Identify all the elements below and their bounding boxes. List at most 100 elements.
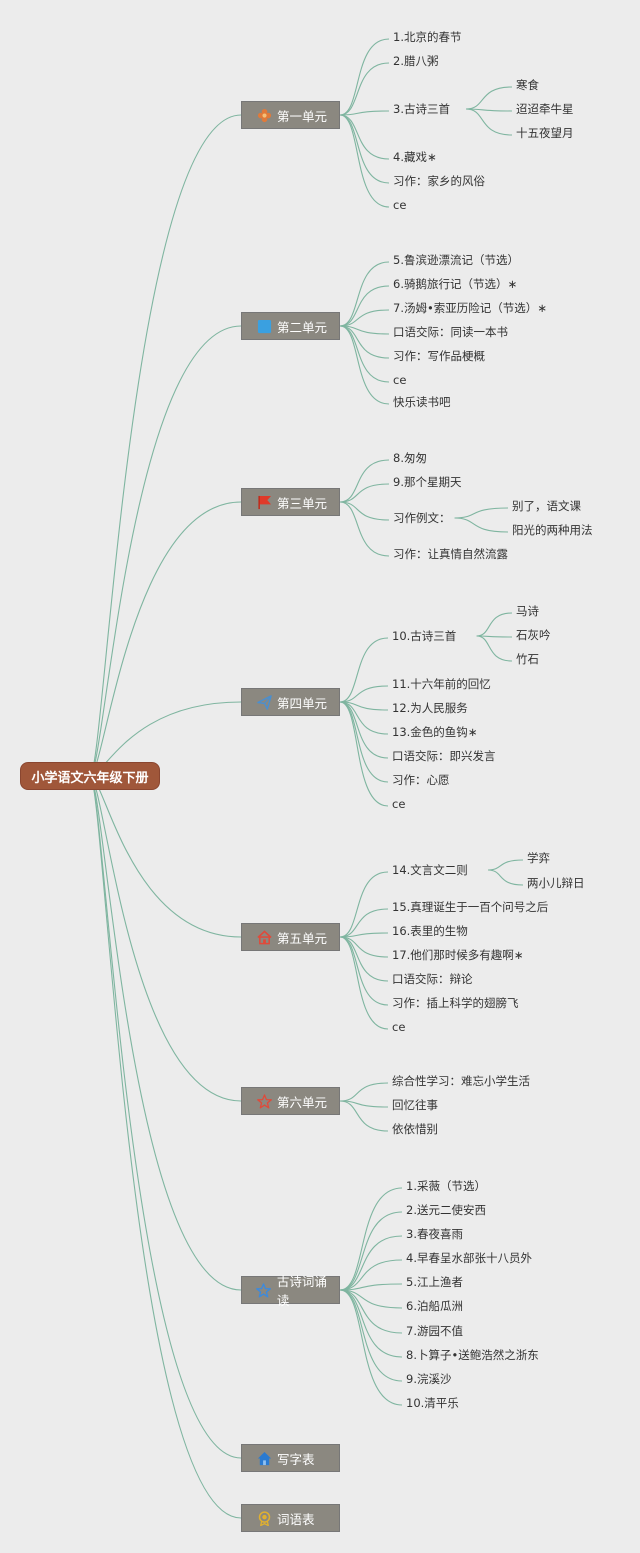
topic-item[interactable]: 11.十六年前的回忆 <box>392 677 491 691</box>
topic-item[interactable]: 口语交际：同读一本书 <box>393 325 508 339</box>
star-outline-blue-icon <box>256 1282 272 1298</box>
topic-item[interactable]: 习作：插上科学的翅膀飞 <box>392 996 519 1010</box>
topic-item[interactable]: 6.骑鹅旅行记（节选）∗ <box>393 277 518 291</box>
topic-item[interactable]: 2.腊八粥 <box>393 54 439 68</box>
topic-item[interactable]: 2.送元二使安西 <box>406 1203 486 1217</box>
root-link <box>89 775 242 938</box>
red-flag-icon <box>256 494 272 510</box>
topic-item[interactable]: 综合性学习：难忘小学生活 <box>392 1074 530 1088</box>
subtopic-item[interactable]: 十五夜望月 <box>516 126 574 140</box>
topic-item[interactable]: 5.鲁滨逊漂流记（节选） <box>393 253 519 267</box>
unit-label: 词语表 <box>277 1511 315 1527</box>
topic-item[interactable]: 习作：让真情自然流露 <box>393 547 508 561</box>
topic-item[interactable]: 9.那个星期天 <box>393 475 462 489</box>
item-link <box>339 459 390 503</box>
item-link <box>339 932 389 938</box>
unit-node[interactable]: 第一单元 <box>241 101 340 129</box>
topic-item[interactable]: 依依惜别 <box>392 1122 438 1136</box>
item-link <box>339 1289 403 1309</box>
topic-item[interactable]: ce <box>392 797 406 811</box>
topic-item[interactable]: 7.汤姆•索亚历险记（节选）∗ <box>393 301 547 315</box>
subtopic-item[interactable]: 马诗 <box>516 604 539 618</box>
unit-label: 第六单元 <box>277 1094 328 1110</box>
topic-item[interactable]: 口语交际：即兴发言 <box>392 749 496 763</box>
item-link <box>339 110 390 116</box>
flower-icon <box>256 107 272 123</box>
unit-node[interactable]: 第六单元 <box>241 1087 340 1115</box>
item-link <box>339 38 390 116</box>
topic-item[interactable]: 16.表里的生物 <box>392 924 468 938</box>
item-link <box>339 309 390 327</box>
topic-item[interactable]: 1.北京的春节 <box>393 30 462 44</box>
topic-item[interactable]: 8.卜算子•送鲍浩然之浙东 <box>406 1348 539 1362</box>
topic-item[interactable]: 6.泊船瓜洲 <box>406 1299 463 1313</box>
unit-label: 第四单元 <box>277 695 328 711</box>
subtopic-item[interactable]: 寒食 <box>516 78 539 92</box>
topic-item[interactable]: ce <box>393 373 407 387</box>
topic-item[interactable]: 7.游园不值 <box>406 1324 463 1338</box>
child-link <box>476 635 513 662</box>
subtopic-item[interactable]: 迢迢牵牛星 <box>516 102 574 116</box>
topic-item[interactable]: 10.古诗三首 <box>392 629 457 643</box>
house-blue-icon <box>256 1450 272 1466</box>
topic-item[interactable]: 8.匆匆 <box>393 451 427 465</box>
unit-node[interactable]: 第三单元 <box>241 488 340 516</box>
subtopic-item[interactable]: 竹石 <box>516 652 539 666</box>
subtopic-item[interactable]: 别了，语文课 <box>512 499 581 513</box>
topic-item[interactable]: 习作：家乡的风俗 <box>393 174 485 188</box>
unit-node[interactable]: 古诗词诵读 <box>241 1274 340 1308</box>
topic-item[interactable]: 12.为人民服务 <box>392 701 468 715</box>
subtopic-item[interactable]: 两小儿辩日 <box>527 876 585 890</box>
topic-item[interactable]: 5.江上渔者 <box>406 1275 463 1289</box>
item-link <box>339 685 389 703</box>
topic-item[interactable]: 回忆往事 <box>392 1098 438 1112</box>
item-link <box>339 114 390 184</box>
topic-item[interactable]: ce <box>392 1020 406 1034</box>
topic-item[interactable]: 4.藏戏∗ <box>393 150 437 164</box>
subtopic-item[interactable]: 学弈 <box>527 851 550 865</box>
unit-node[interactable]: 词语表 <box>241 1504 340 1532</box>
unit-node[interactable]: 第二单元 <box>241 312 340 340</box>
root-node[interactable]: 小学语文六年级下册 <box>20 762 160 790</box>
root-link <box>89 775 242 1459</box>
unit-node[interactable]: 第五单元 <box>241 923 340 951</box>
topic-item[interactable]: 3.古诗三首 <box>393 102 450 116</box>
topic-item[interactable]: 口语交际：辩论 <box>392 972 473 986</box>
child-link <box>465 86 513 110</box>
item-link <box>339 701 389 807</box>
root-link <box>89 775 242 1291</box>
topic-item[interactable]: ce <box>393 198 407 212</box>
unit-node[interactable]: 写字表 <box>241 1444 340 1472</box>
connector-lines <box>89 38 524 1519</box>
unit-label: 写字表 <box>277 1451 315 1467</box>
item-link <box>339 325 390 405</box>
subtopic-item[interactable]: 石灰吟 <box>516 628 551 642</box>
topic-item[interactable]: 1.采薇（节选） <box>406 1179 486 1193</box>
item-link <box>339 114 390 160</box>
topic-item[interactable]: 4.早春呈水部张十八员外 <box>406 1251 532 1265</box>
topic-item[interactable]: 快乐读书吧 <box>393 395 451 409</box>
root-link <box>89 501 242 777</box>
unit-label: 第二单元 <box>277 319 328 335</box>
topic-item[interactable]: 14.文言文二则 <box>392 863 468 877</box>
topic-item[interactable]: 习作例文： <box>393 511 451 525</box>
topic-item[interactable]: 3.春夜喜雨 <box>406 1227 463 1241</box>
item-link <box>339 501 390 521</box>
root-link <box>89 775 242 1519</box>
item-link <box>339 285 390 327</box>
topic-item[interactable]: 17.他们那时候多有趣啊∗ <box>392 948 524 962</box>
root-link <box>89 325 242 777</box>
unit-node[interactable]: 第四单元 <box>241 688 340 716</box>
topic-item[interactable]: 10.清平乐 <box>406 1396 459 1410</box>
item-link <box>339 908 389 938</box>
topic-item[interactable]: 15.真理诞生于一百个问号之后 <box>392 900 549 914</box>
child-link <box>454 507 509 519</box>
subtopic-item[interactable]: 阳光的两种用法 <box>512 523 593 537</box>
item-link <box>339 1259 403 1291</box>
topic-item[interactable]: 13.金色的鱼钩∗ <box>392 725 478 739</box>
topic-item[interactable]: 9.浣溪沙 <box>406 1372 452 1386</box>
unit-label: 第五单元 <box>277 930 328 946</box>
topic-item[interactable]: 习作：写作品梗概 <box>393 349 485 363</box>
topic-item[interactable]: 习作：心愿 <box>392 773 450 787</box>
